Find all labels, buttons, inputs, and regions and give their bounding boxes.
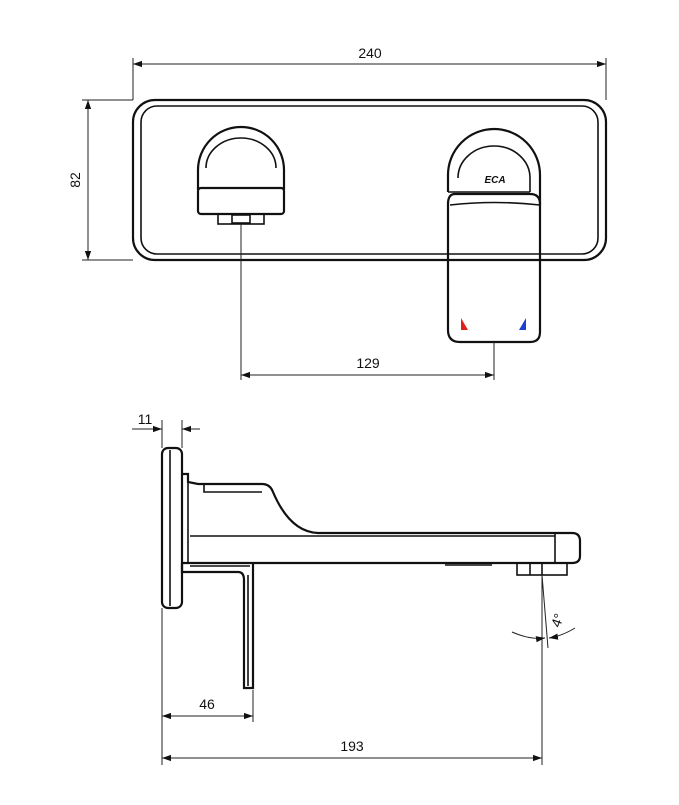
spout-outlet xyxy=(196,125,286,225)
plate-profile xyxy=(160,446,184,610)
dim-label-11: 11 xyxy=(138,411,153,427)
front-view: ECA 240 82 129 xyxy=(67,45,608,380)
dim-label-193: 193 xyxy=(340,738,364,754)
dimension-193: 193 xyxy=(162,575,543,765)
dimension-82: 82 xyxy=(67,99,133,261)
angle-4deg: 4° xyxy=(511,574,576,649)
dimension-129: 129 xyxy=(240,224,495,380)
mixer-lever: ECA xyxy=(446,127,542,344)
spout-body xyxy=(182,472,582,565)
dimension-46: 46 xyxy=(161,608,254,765)
dim-label-129: 129 xyxy=(356,355,380,371)
aerator xyxy=(445,562,568,576)
dim-label-46: 46 xyxy=(199,696,215,712)
wall-plate-inner xyxy=(140,105,599,255)
wall-plate-outer xyxy=(131,98,608,262)
logo-text: ECA xyxy=(484,175,505,186)
dimension-11: 11 xyxy=(132,411,200,448)
side-view: 11 46 193 4° xyxy=(132,411,582,765)
dim-label-angle: 4° xyxy=(547,611,567,629)
hot-marker-icon xyxy=(461,318,468,330)
supply-pipe xyxy=(180,563,255,690)
dimension-240: 240 xyxy=(132,45,607,100)
cold-marker-icon xyxy=(519,318,526,330)
dim-label-82: 82 xyxy=(67,172,83,188)
dim-label-240: 240 xyxy=(358,45,382,61)
